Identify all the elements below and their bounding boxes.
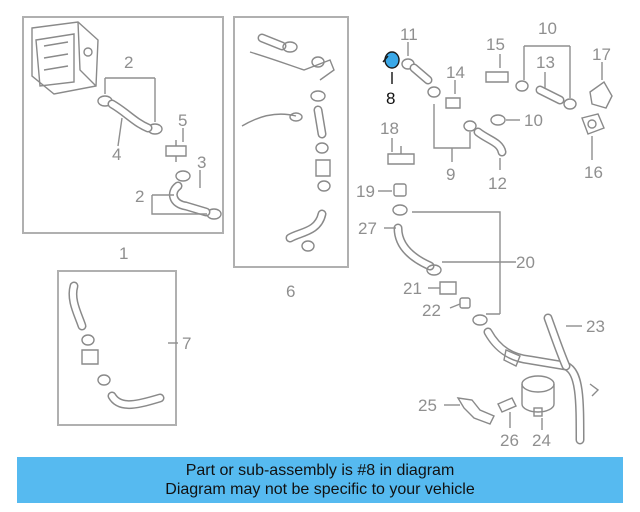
hose-group-6: [241, 33, 335, 252]
leader-2b: [151, 194, 207, 215]
hose-3: [168, 181, 211, 217]
callout-10b: 10: [524, 111, 543, 130]
callout-16: 16: [584, 163, 603, 182]
pump-17: [589, 80, 613, 109]
callout-27: 27: [358, 219, 377, 238]
callout-12: 12: [488, 174, 507, 193]
callout-4: 4: [112, 145, 121, 164]
group-box-1: [22, 16, 224, 234]
callout-13: 13: [536, 53, 555, 72]
callout-20: 20: [516, 253, 535, 272]
callout-18: 18: [380, 119, 399, 138]
leader-4: [117, 117, 123, 147]
clip-26: [497, 397, 517, 413]
hose-12: [463, 114, 507, 157]
group-box-7: [57, 270, 177, 426]
callout-17: 17: [592, 45, 611, 64]
highlighted-part-8: [382, 51, 400, 69]
banner-line-1: Part or sub-assembly is #8 in diagram: [185, 462, 455, 479]
callout-14: 14: [446, 63, 465, 82]
info-banner: Part or sub-assembly is #8 in diagram Di…: [17, 457, 623, 503]
callout-25: 25: [418, 396, 437, 415]
callout-23: 23: [586, 317, 605, 336]
callout-26: 26: [500, 431, 519, 450]
callout-6: 6: [286, 282, 295, 301]
leader-10a: [523, 45, 571, 98]
callout-19: 19: [356, 182, 375, 201]
hose-11: [401, 58, 441, 98]
connector-15: [485, 71, 509, 83]
hose-assembly-23: [472, 313, 600, 445]
callout-24: 24: [532, 431, 551, 450]
callout-22: 22: [422, 301, 441, 320]
hose-13: [515, 80, 577, 110]
callout-3: 3: [197, 153, 206, 172]
heater-valve-unit: [31, 21, 99, 95]
reservoir-24: [521, 375, 555, 417]
hose-4: [107, 99, 153, 133]
leader-2a: [104, 77, 156, 122]
callout-9: 9: [446, 165, 455, 184]
group-box-6: [233, 16, 349, 268]
callout-21: 21: [403, 279, 422, 298]
connector-5: [165, 140, 187, 162]
leader-22: [449, 303, 461, 309]
connector-18: [387, 146, 415, 165]
bracket-25: [456, 397, 495, 425]
callout-8: 8: [386, 89, 395, 108]
leader-20: [412, 211, 516, 315]
ring-19: [393, 183, 407, 197]
callout-11: 11: [400, 25, 418, 44]
callout-10a: 10: [538, 19, 557, 38]
hose-group-7: [68, 281, 165, 409]
callout-2b: 2: [135, 187, 144, 206]
banner-line-2: Diagram may not be specific to your vehi…: [165, 481, 475, 498]
hose-27: [392, 204, 442, 276]
callout-2a: 2: [124, 53, 133, 72]
callout-5: 5: [178, 111, 187, 130]
connector-14: [445, 97, 461, 109]
callout-7: 7: [182, 334, 191, 353]
leader-9: [433, 104, 471, 162]
callout-1: 1: [119, 244, 128, 263]
callout-15: 15: [486, 35, 505, 54]
ring-22: [459, 297, 471, 309]
connector-21: [439, 281, 457, 295]
valve-16: [581, 113, 605, 135]
